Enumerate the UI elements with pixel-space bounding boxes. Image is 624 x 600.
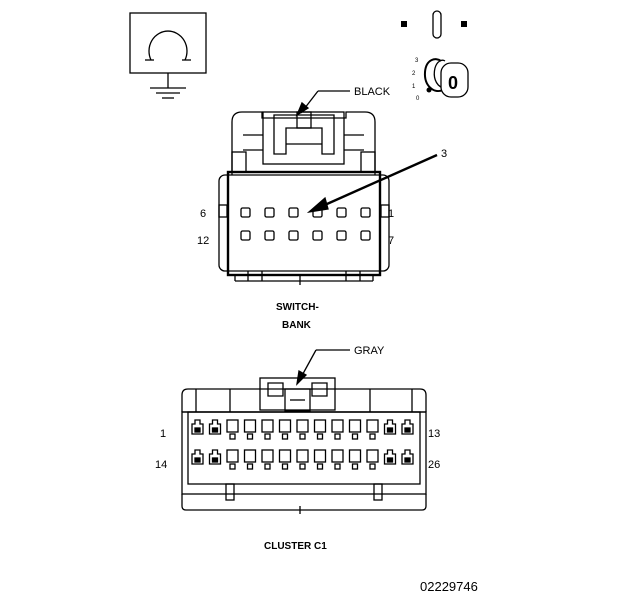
switch-bank-cavity	[312, 230, 323, 241]
switch-bank-cavity	[264, 207, 275, 218]
cluster-c1-cavity	[366, 449, 379, 470]
cluster-c1-cavity	[208, 419, 222, 435]
cluster-c1-cavity	[243, 449, 257, 470]
cluster-c1-connector	[181, 377, 427, 514]
black-color-callout: BLACK	[295, 86, 391, 117]
cluster-c1-cavity	[348, 419, 362, 440]
switch-bank-color-label: BLACK	[354, 86, 391, 98]
cluster-c1-cavity	[383, 419, 397, 435]
cluster-c1-cavity	[296, 419, 309, 440]
cluster-c1-cavity	[191, 449, 204, 465]
cluster-c1-cavity	[331, 449, 344, 470]
cluster-c1-cavities	[191, 419, 414, 470]
cluster-c1-cavity	[366, 419, 379, 440]
key-position-2: 2	[412, 71, 416, 77]
cluster-c1-cavity	[401, 449, 414, 465]
pin-3-callout: 3	[306, 148, 447, 213]
cluster-c1-cavity	[226, 449, 239, 470]
switch-bank-pin-12-label: 12	[197, 235, 209, 247]
cluster-c1-cavity	[191, 419, 204, 435]
key-position-3: 3	[415, 58, 419, 64]
cluster-c1-cavity	[261, 449, 274, 470]
switch-bank-cavity	[360, 207, 371, 218]
key-position-1: 1	[412, 84, 416, 90]
cluster-c1-cavity	[278, 449, 292, 470]
switch-bank-name-line2: BANK	[282, 320, 312, 331]
switch-bank-cavity	[360, 230, 371, 241]
switch-bank-pin-6-label: 6	[200, 208, 206, 220]
cluster-c1-pin-26-label: 26	[428, 459, 440, 471]
pin-callout-number: 3	[441, 148, 447, 160]
gray-color-callout: GRAY	[296, 345, 385, 386]
cluster-c1-pin-1-label: 1	[160, 428, 166, 440]
switch-bank-cavities	[240, 207, 371, 241]
switch-bank-pin-7-label: 7	[388, 235, 394, 247]
cluster-c1-cavity	[278, 419, 292, 440]
switch-bank-cavity	[264, 230, 275, 241]
cluster-c1-cavity	[313, 419, 327, 440]
cluster-c1-cavity	[401, 419, 414, 435]
cluster-c1-pin-14-label: 14	[155, 459, 167, 471]
cluster-c1-cavity	[313, 449, 327, 470]
cluster-c1-pin-13-label: 13	[428, 428, 440, 440]
ignition-key-switch-icon: 3 2 1 0 0	[401, 10, 469, 102]
cluster-c1-cavity	[383, 449, 397, 465]
cluster-c1-name: CLUSTER C1	[264, 541, 327, 552]
cluster-c1-cavity	[243, 419, 257, 440]
switch-bank-pin-1-label: 1	[388, 208, 394, 220]
switch-bank-cavity	[288, 230, 299, 241]
ground-symbol-icon	[129, 12, 207, 99]
switch-bank-cavity	[240, 207, 251, 218]
switch-bank-name-line1: SWITCH-	[276, 302, 319, 313]
switch-bank-cavity	[240, 230, 251, 241]
cluster-c1-cavity	[261, 419, 274, 440]
switch-bank-connector	[218, 111, 390, 285]
cluster-c1-cavity	[208, 449, 222, 465]
cluster-c1-color-label: GRAY	[354, 345, 385, 357]
cluster-c1-cavity	[331, 419, 344, 440]
cluster-c1-cavity	[348, 449, 362, 470]
switch-bank-cavity	[336, 230, 347, 241]
cluster-c1-cavity	[226, 419, 239, 440]
key-position-0: 0	[416, 96, 420, 102]
figure-number: 02229746	[420, 579, 478, 594]
cluster-c1-cavity	[296, 449, 309, 470]
switch-bank-cavity	[336, 207, 347, 218]
key-label: 0	[448, 73, 458, 93]
switch-bank-cavity	[288, 207, 299, 218]
